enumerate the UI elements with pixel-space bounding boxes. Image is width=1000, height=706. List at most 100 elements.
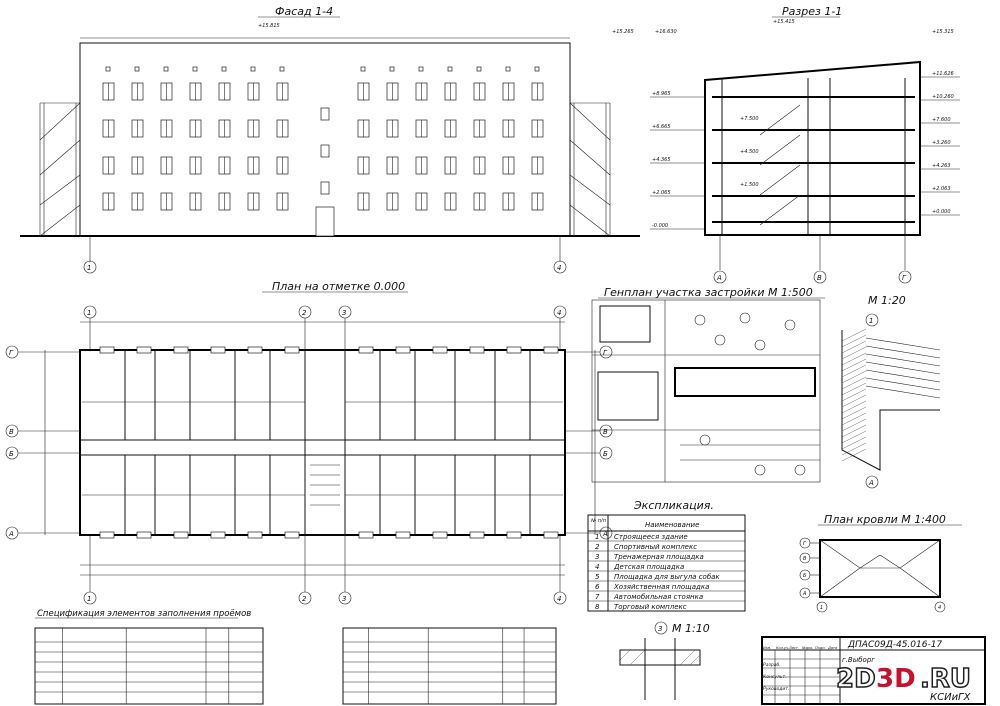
section-level-left: +2.065 <box>652 190 671 196</box>
plan-window <box>432 531 448 539</box>
explication-row-num: 3 <box>595 553 599 561</box>
attic-vent <box>250 66 256 72</box>
explication-row-name: Детская площадка <box>613 563 684 571</box>
attic-vent <box>360 66 366 72</box>
plan-window <box>247 531 263 539</box>
stamp-role: Дата <box>827 646 837 650</box>
section-level-right: +4.263 <box>932 163 951 169</box>
plan-window <box>358 346 374 354</box>
section-axis-a-label: А <box>716 274 722 282</box>
detail20-axis-a: А <box>868 479 874 487</box>
section-level-right: +3.260 <box>932 140 951 146</box>
detail10-axis: 3 <box>658 625 662 633</box>
plan-window <box>210 346 226 354</box>
explication-row-num: 7 <box>595 593 600 601</box>
plan-window <box>358 531 374 539</box>
section-axis-a <box>713 270 727 284</box>
section-level-right: +0.000 <box>932 209 951 215</box>
attic-vent <box>192 66 198 72</box>
section-stair <box>759 104 801 226</box>
detail-1-20: М 1:20 1 А <box>841 294 941 489</box>
section-level-right: +10.260 <box>932 94 954 100</box>
roof-axis-left-label: А <box>802 591 807 597</box>
spec-table <box>342 627 557 705</box>
spec-table <box>34 627 264 705</box>
stair-window <box>320 181 330 195</box>
stamp-role: Консульт. <box>763 674 787 680</box>
doc-code: ДПАС09Д-45.016-17 <box>847 640 942 650</box>
explication-row-num: 4 <box>595 563 599 571</box>
tree <box>694 314 706 326</box>
stamp-org: КСИиГХ <box>930 692 971 703</box>
explication-row-name: Тренажерная площадка <box>614 553 704 561</box>
section-axis-g <box>898 270 912 284</box>
specification: Спецификация элементов заполнения проёмо… <box>34 609 557 705</box>
roof-outline <box>819 539 941 598</box>
plan-axis-left-label: Б <box>9 450 14 458</box>
plan-window <box>284 346 300 354</box>
roof-axis-left-label: В <box>803 556 807 562</box>
section-level-top-right: +15.315 <box>932 29 954 35</box>
tree <box>754 339 766 351</box>
stamp-city: г.Выборг <box>842 656 875 664</box>
plan-axis-right-label: Б <box>603 450 608 458</box>
attic-vent <box>221 66 227 72</box>
plan-window <box>210 531 226 539</box>
explication-row-name: Площадка для выгула собак <box>614 573 720 581</box>
stamp-role: Кол.уч. <box>776 646 789 650</box>
section-level-left: -0.000 <box>652 223 668 229</box>
plan-window <box>469 346 485 354</box>
plan-window <box>99 531 115 539</box>
section-level-top-left: +16.630 <box>655 29 677 35</box>
explication-head-name: Наименование <box>645 521 699 529</box>
watermark-logo: 2D 3D .RU КСИиГХ <box>835 663 986 704</box>
plan-axis-right-label: А <box>602 530 608 538</box>
shopping-complex <box>597 371 659 421</box>
facade-axis-4 <box>553 260 567 274</box>
stamp-role: Разраб. <box>763 662 781 668</box>
plan-axis-top-label: 4 <box>557 309 561 317</box>
plan-window <box>506 346 522 354</box>
explication-row-num: 1 <box>595 533 599 541</box>
plan-window <box>136 531 152 539</box>
plan-partitions <box>82 346 563 539</box>
site-trees <box>694 312 806 476</box>
explication-row-num: 2 <box>595 543 600 551</box>
facade-axis-4-label: 4 <box>557 264 561 272</box>
facade-stair-left <box>39 102 81 237</box>
facade-level-right: +15.265 <box>612 29 634 35</box>
facade-stair-right <box>569 102 611 237</box>
plan-window <box>173 346 189 354</box>
plan-window <box>395 531 411 539</box>
roof-axis-bottom <box>934 601 946 613</box>
stamp-role: Подп. <box>815 646 826 650</box>
plan-axis-left-label: Г <box>9 349 14 357</box>
facade-view: Фасад 1-4 1 4 +15.815 +15.265 <box>20 5 640 274</box>
plan-axis-bottom-label: 3 <box>342 595 346 603</box>
detail20-title: М 1:20 <box>868 294 906 307</box>
plan-window <box>284 531 300 539</box>
detail-1-10: 3 М 1:10 <box>619 621 710 700</box>
tree <box>784 319 796 331</box>
explication-row-num: 8 <box>595 603 600 611</box>
section-axis-v <box>813 270 827 284</box>
tree <box>794 464 806 476</box>
spec-tables <box>34 627 557 705</box>
section-level-left: +8.965 <box>652 91 671 97</box>
explication-row-name: Хозяйственная площадка <box>613 583 709 591</box>
section-level-mid: +1.500 <box>740 182 759 188</box>
plan-window <box>506 531 522 539</box>
entrance-door <box>315 206 335 237</box>
tree <box>739 312 751 324</box>
explication-row-name: Строящееся здание <box>614 533 688 541</box>
section-level-top-mid: +15.415 <box>773 19 795 25</box>
attic-vent <box>163 66 169 72</box>
plan-window <box>543 346 559 354</box>
explication-row-num: 5 <box>595 573 600 581</box>
stair-flight <box>310 454 340 506</box>
explication-row-name: Автомобильная стоянка <box>613 593 703 601</box>
